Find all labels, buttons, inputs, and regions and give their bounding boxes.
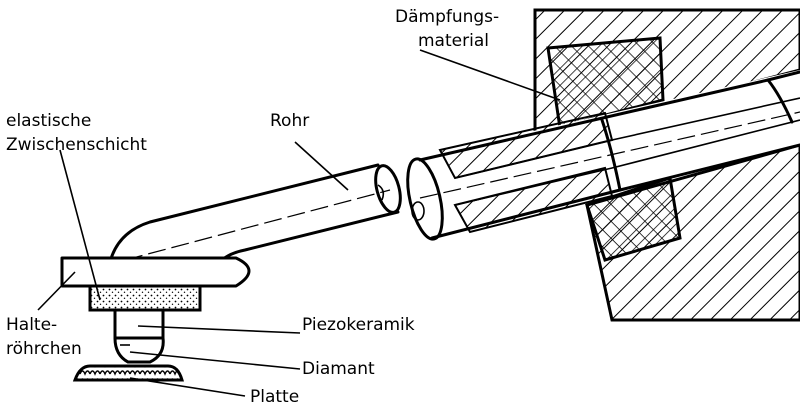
label-diamant: Diamant [302,359,375,379]
label-halte-line2: röhrchen [6,339,82,359]
label-rohr: Rohr [270,111,309,131]
damping-material [546,36,682,262]
label-elastische-line2: Zwischenschicht [6,135,147,155]
holder-tube [60,256,251,288]
label-halte-line1: Halte- [6,315,57,335]
elastic-layer [88,284,202,312]
piezoceramic [113,308,165,340]
plate [72,364,184,382]
tube-right [406,70,800,241]
diamond [113,336,165,364]
labels: Dämpfungs- material elastische Zwischens… [6,7,499,407]
leader-lines [37,49,561,397]
label-platte: Platte [250,387,299,407]
tube-left [108,163,402,268]
label-elastische-line1: elastische [6,111,91,131]
label-daempfungs-line1: Dämpfungs- [395,7,499,27]
label-piezokeramik: Piezokeramik [302,315,415,335]
label-daempfungs-line2: material [418,31,489,51]
